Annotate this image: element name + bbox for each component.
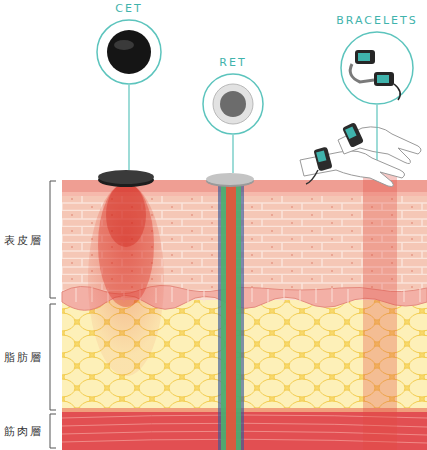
callout-circle: RET [198,56,268,136]
layer-label-holder: 筋肉層 [4,425,43,438]
layer-label-holder: 表皮層 [4,234,43,247]
layer-label: 脂肪層 [4,351,43,364]
electrode-name: BRACELETS [330,14,424,27]
callout-circle: BRACELETS [330,14,424,106]
callout-circle: CET [94,2,164,86]
electrode-name: RET [198,56,268,69]
layer-label-holder: 脂肪層 [4,351,43,364]
layer-label: 筋肉層 [4,425,43,438]
electrode-name: CET [94,2,164,15]
layer-label: 表皮層 [4,234,43,247]
